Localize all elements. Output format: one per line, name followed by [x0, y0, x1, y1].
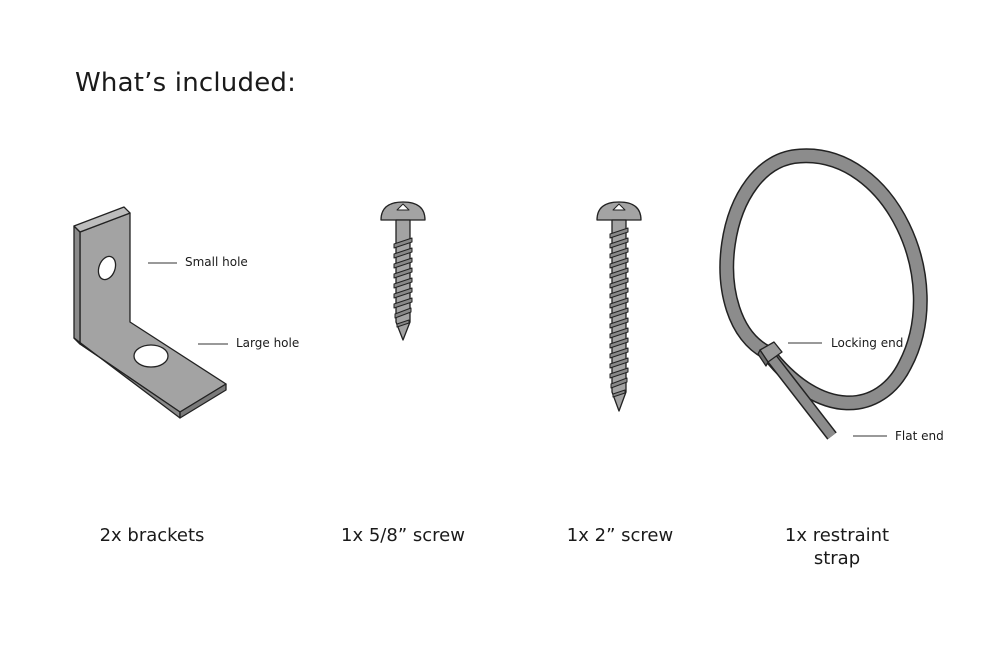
bracket-icon [73, 206, 227, 419]
callout-locking-end: Locking end [831, 336, 904, 350]
long-screw-icon [596, 201, 642, 412]
short-screw-icon [380, 201, 426, 341]
page-title: What’s included: [75, 68, 297, 98]
callout-small-hole: Small hole [185, 255, 248, 269]
item-label-long-screw: 1x 2” screw [566, 525, 674, 546]
restraint-strap-icon [719, 148, 928, 440]
locking-head-shape [757, 341, 783, 367]
small-hole-shape [97, 255, 117, 281]
callout-large-hole: Large hole [236, 336, 300, 350]
large-hole-shape [133, 344, 169, 368]
item-label-restraint-strap: 1x restraint strap [784, 525, 890, 569]
callout-flat-end: Flat end [895, 429, 944, 443]
item-label-brackets: 2x brackets [99, 525, 205, 546]
item-label-short-screw: 1x 5/8” screw [341, 525, 465, 546]
